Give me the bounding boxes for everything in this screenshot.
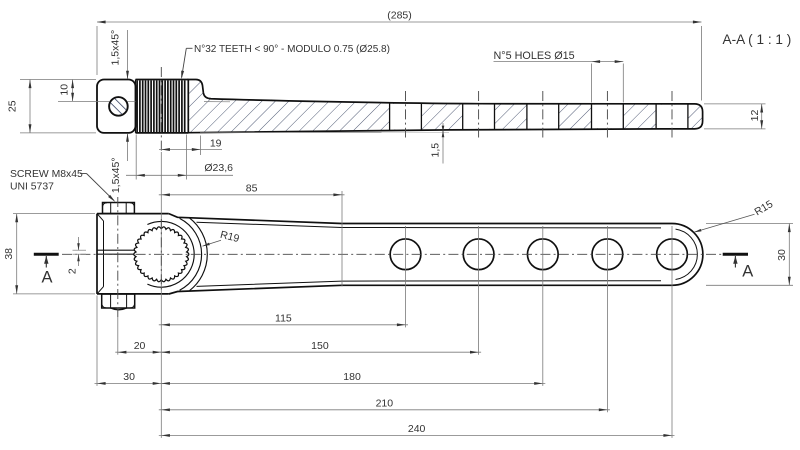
svg-text:20: 20: [134, 340, 146, 352]
svg-text:25: 25: [7, 100, 19, 112]
svg-text:1,5x45°: 1,5x45°: [110, 157, 122, 193]
svg-text:1,5x45°: 1,5x45°: [109, 30, 121, 66]
svg-text:30: 30: [123, 371, 135, 383]
svg-text:SCREW M8x45: SCREW M8x45: [10, 169, 83, 180]
svg-text:115: 115: [275, 312, 292, 324]
svg-text:30: 30: [776, 249, 788, 261]
svg-text:R19: R19: [219, 229, 241, 245]
svg-text:(285): (285): [387, 10, 412, 22]
svg-text:10: 10: [59, 84, 71, 96]
svg-text:12: 12: [749, 110, 761, 122]
svg-text:A-A ( 1 : 1 ): A-A ( 1 : 1 ): [723, 32, 792, 47]
svg-text:UNI 5737: UNI 5737: [10, 182, 54, 193]
svg-text:38: 38: [3, 248, 15, 260]
svg-text:A: A: [41, 269, 52, 287]
svg-text:A: A: [742, 262, 753, 280]
svg-text:2: 2: [66, 268, 78, 274]
svg-text:240: 240: [408, 423, 426, 435]
svg-text:210: 210: [376, 397, 394, 409]
svg-text:19: 19: [210, 138, 222, 150]
svg-text:150: 150: [311, 340, 329, 352]
svg-text:Ø23,6: Ø23,6: [204, 162, 233, 174]
svg-text:1,5: 1,5: [429, 143, 441, 158]
svg-text:180: 180: [343, 371, 361, 383]
svg-text:N°5 HOLES Ø15: N°5 HOLES Ø15: [494, 50, 575, 62]
svg-text:N°32 TEETH < 90° - MODULO 0.75: N°32 TEETH < 90° - MODULO 0.75 (Ø25.8): [194, 44, 390, 55]
svg-text:85: 85: [246, 183, 258, 195]
